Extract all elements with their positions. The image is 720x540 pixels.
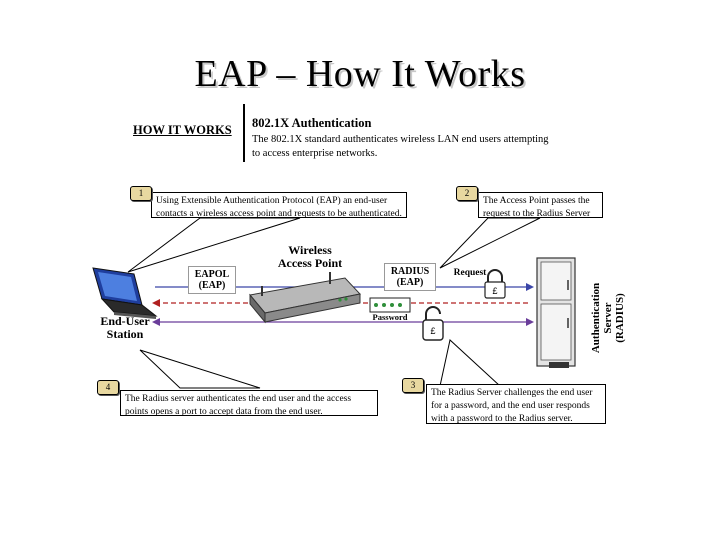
step-3-badge: 3 <box>402 378 424 393</box>
laptop-icon <box>92 267 158 319</box>
password-label: Password <box>372 312 408 322</box>
radius-label: RADIUS (EAP) <box>384 263 436 291</box>
wireless-ap-line2: Access Point <box>277 256 343 270</box>
step-2-badge: 2 <box>456 186 478 201</box>
request-arrow-head <box>526 283 534 291</box>
request-label: Request <box>453 268 487 278</box>
callout-3-pointer <box>439 339 502 387</box>
wireless-access-point-label: Wireless Access Point <box>270 244 350 270</box>
svg-text:£: £ <box>492 286 497 296</box>
response-arrow-head <box>526 318 534 326</box>
step-1-badge: 1 <box>130 186 152 201</box>
how-it-works-heading: HOW IT WORKS <box>133 123 232 137</box>
step-1-callout: Using Extensible Authentication Protocol… <box>151 192 407 219</box>
step-2-callout: The Access Point passes the request to t… <box>478 192 603 219</box>
end-user-line1: End-User <box>100 314 150 328</box>
wireless-ap-line1: Wireless <box>288 243 332 257</box>
padlock-open-icon: £ <box>422 306 444 341</box>
challenge-arrow-head <box>152 299 160 307</box>
end-user-line2: Station <box>106 327 144 341</box>
authentication-server-label: Authentication Server (RADIUS) <box>590 266 626 370</box>
svg-text:£: £ <box>430 326 435 336</box>
radius-server-icon <box>536 257 576 368</box>
step-4-badge: 4 <box>97 380 119 395</box>
eapol-line1: EAPOL <box>194 269 230 280</box>
auth-server-line3: (RADIUS) <box>614 293 626 343</box>
header-title: 802.1X Authentication <box>252 116 372 130</box>
slide-title: EAP – How It Works <box>194 53 526 95</box>
header-description: The 802.1X standard authenticates wirele… <box>252 134 549 159</box>
eapol-line2: (EAP) <box>198 280 226 291</box>
step-4-callout: The Radius server authenticates the end … <box>120 390 378 417</box>
callout-1-pointer <box>127 217 301 273</box>
auth-server-line1: Authentication <box>590 282 602 354</box>
response-arrow-tail <box>152 318 160 326</box>
eapol-label: EAPOL (EAP) <box>188 266 236 294</box>
padlock-request-icon: £ <box>484 269 506 299</box>
access-point-icon <box>249 272 361 324</box>
password-indicator-icon <box>369 297 411 313</box>
step-3-callout: The Radius Server challenges the end use… <box>426 384 606 424</box>
radius-line2: (EAP) <box>396 277 424 288</box>
callout-2-pointer <box>439 217 541 269</box>
header-divider <box>243 104 245 162</box>
auth-server-line2: Server <box>602 302 614 334</box>
radius-line1: RADIUS <box>390 266 430 277</box>
callout-4-pointer <box>139 349 261 389</box>
end-user-station-label: End-User Station <box>90 315 160 341</box>
